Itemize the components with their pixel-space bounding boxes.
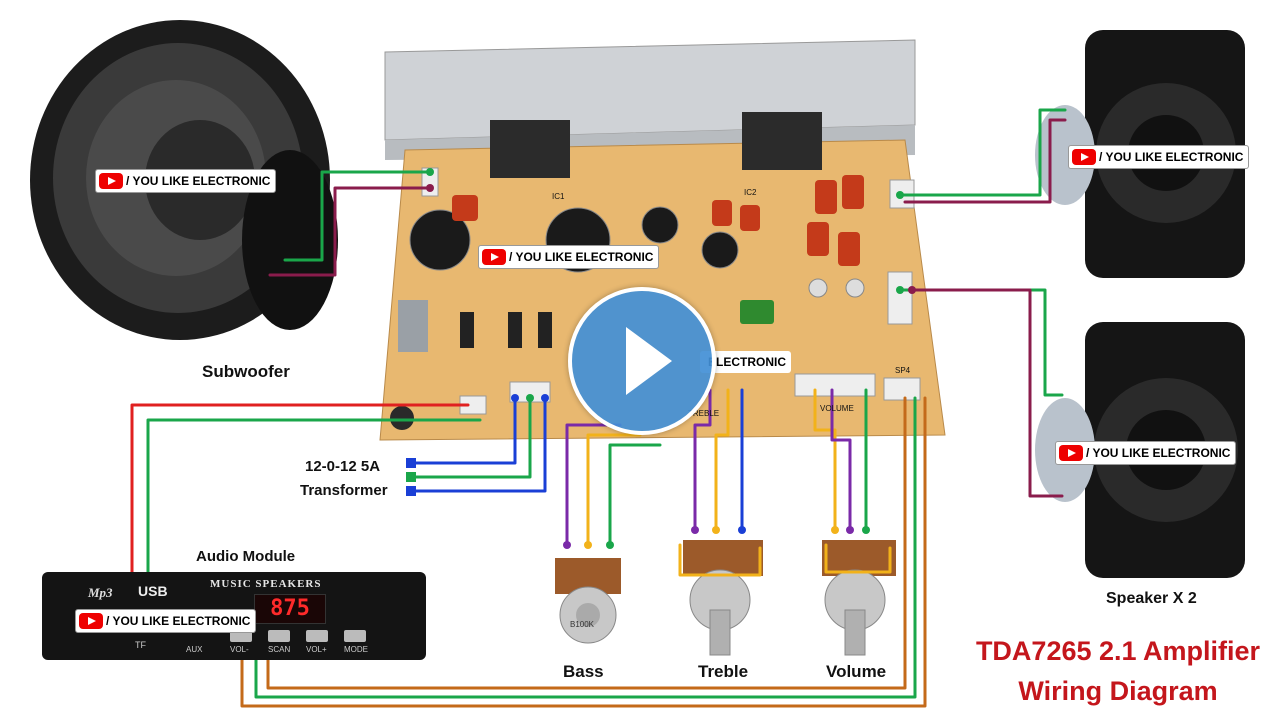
youtube-icon <box>79 613 103 629</box>
pot-bass <box>555 558 621 644</box>
watermark-speaker-top: / YOU LIKE ELECTRONIC <box>1068 145 1250 169</box>
youtube-icon <box>1072 149 1096 165</box>
module-tf-label: TF <box>135 640 146 650</box>
subwoofer-label: Subwoofer <box>202 362 290 381</box>
ic1-chip <box>490 120 570 178</box>
vol-down-label: VOL- <box>230 645 249 654</box>
module-display: 875 <box>254 594 326 624</box>
watermark-module: / YOU LIKE ELECTRONIC <box>75 609 257 633</box>
volume-label: Volume <box>826 662 887 681</box>
mode-label: MODE <box>344 645 368 654</box>
scan-label: SCAN <box>268 645 291 654</box>
mode-button[interactable] <box>344 630 366 642</box>
capacitor-1 <box>409 209 471 271</box>
pot-treble <box>683 540 763 656</box>
watermark-subwoofer: / YOU LIKE ELECTRONIC <box>95 169 277 193</box>
pot-marking: B100K <box>570 620 595 629</box>
treble-label: Treble <box>698 662 749 681</box>
bass-label: Bass <box>563 662 604 681</box>
module-brand: Mp3 <box>88 585 113 600</box>
watermark-board: / YOU LIKE ELECTRONIC <box>478 245 660 269</box>
board-label-volume: VOLUME <box>820 404 854 413</box>
vol-up-label: VOL+ <box>306 645 327 654</box>
vol-up-button[interactable] <box>306 630 328 642</box>
transformer-label-line2: Transformer <box>300 482 388 499</box>
youtube-icon <box>1059 445 1083 461</box>
pot-volume <box>822 540 896 656</box>
ic2-chip <box>742 112 822 170</box>
aux-label: AUX <box>186 645 203 654</box>
board-label-sp4: SP4 <box>895 366 911 375</box>
transformer-label-line1: 12-0-12 5A <box>305 458 381 475</box>
play-button[interactable] <box>568 287 716 435</box>
title-line2: Wiring Diagram <box>1018 676 1218 706</box>
title-line1: TDA7265 2.1 Amplifier <box>975 636 1261 666</box>
transformer-terminals <box>406 458 416 496</box>
watermark-speaker-bottom: / YOU LIKE ELECTRONIC <box>1055 441 1237 465</box>
audio-module-label: Audio Module <box>196 548 296 565</box>
board-label-ic2: IC2 <box>744 188 757 197</box>
youtube-icon <box>99 173 123 189</box>
youtube-icon <box>482 249 506 265</box>
module-heading: MUSIC SPEAKERS <box>210 578 322 590</box>
speakers-label: Speaker X 2 <box>1106 590 1197 607</box>
board-label-ic1: IC1 <box>552 192 565 201</box>
module-usb-label: USB <box>138 583 168 599</box>
scan-button[interactable] <box>268 630 290 642</box>
